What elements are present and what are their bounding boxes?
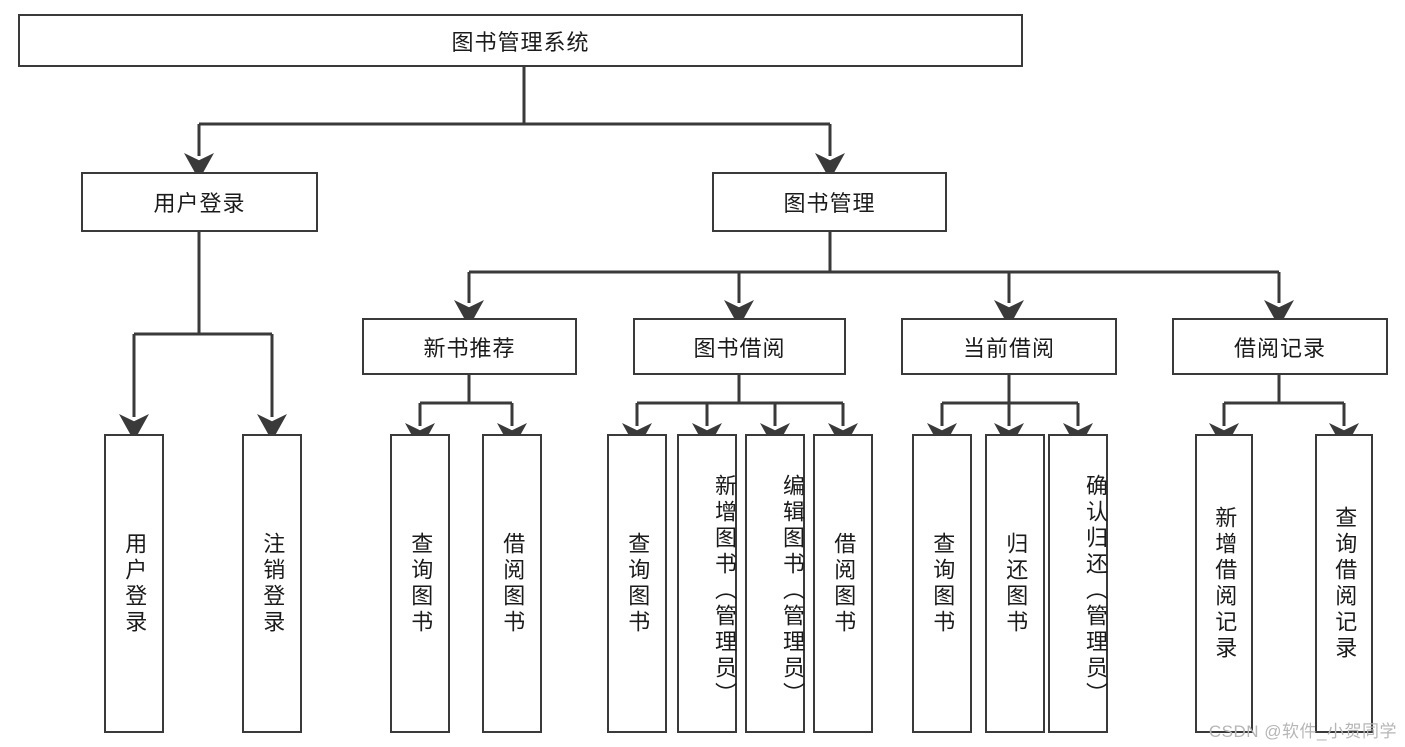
leaf-borrow-query-book[interactable]: 查询图书	[607, 434, 667, 733]
node-label: 新书推荐	[423, 335, 516, 361]
node-label: 用户登录	[153, 191, 246, 216]
leaf-record-query-borrow-record[interactable]: 查询借阅记录	[1315, 434, 1373, 733]
watermark: CSDN @软件_小贺同学	[1208, 722, 1397, 741]
node-label: 查询借阅记录	[1332, 505, 1358, 662]
node-label: 注销登录	[260, 531, 286, 636]
node-book-management[interactable]: 图书管理	[712, 172, 947, 232]
node-label: 借阅记录	[1233, 335, 1326, 361]
leaf-borrow-edit-book-admin[interactable]: 编辑图书（管理员）	[745, 434, 805, 733]
node-label: 用户登录	[122, 531, 148, 636]
leaf-current-query-book[interactable]: 查询图书	[912, 434, 972, 733]
leaf-user-logout[interactable]: 注销登录	[242, 434, 302, 733]
node-user-login[interactable]: 用户登录	[81, 172, 318, 232]
leaf-borrow-borrow-book[interactable]: 借阅图书	[813, 434, 873, 733]
node-label: 编辑图书（管理员）	[780, 473, 805, 708]
node-label: 新增借阅记录	[1212, 505, 1238, 662]
node-book-borrow[interactable]: 图书借阅	[633, 318, 846, 375]
node-label: 借阅图书	[500, 531, 526, 636]
node-current-borrow[interactable]: 当前借阅	[901, 318, 1117, 375]
node-label: 查询图书	[930, 531, 956, 636]
leaf-recommend-query-book[interactable]: 查询图书	[390, 434, 450, 733]
node-label: 新增图书（管理员）	[712, 473, 737, 708]
node-label: 图书管理	[783, 191, 876, 216]
leaf-borrow-add-book-admin[interactable]: 新增图书（管理员）	[677, 434, 737, 733]
node-label: 图书借阅	[693, 335, 786, 361]
node-label: 归还图书	[1003, 531, 1029, 636]
node-label: 查询图书	[408, 531, 434, 636]
leaf-user-login[interactable]: 用户登录	[104, 434, 164, 733]
node-label: 图书管理系统	[451, 29, 590, 55]
node-new-book-recommend[interactable]: 新书推荐	[362, 318, 577, 375]
node-label: 借阅图书	[831, 531, 857, 636]
node-label: 查询图书	[625, 531, 651, 636]
node-root-system[interactable]: 图书管理系统	[18, 14, 1023, 67]
leaf-current-confirm-return-admin[interactable]: 确认归还（管理员）	[1048, 434, 1108, 733]
node-borrow-record[interactable]: 借阅记录	[1172, 318, 1388, 375]
leaf-current-return-book[interactable]: 归还图书	[985, 434, 1045, 733]
leaf-recommend-borrow-book[interactable]: 借阅图书	[482, 434, 542, 733]
node-label: 当前借阅	[962, 335, 1055, 361]
node-label: 确认归还（管理员）	[1083, 473, 1108, 708]
leaf-record-add-borrow-record[interactable]: 新增借阅记录	[1195, 434, 1253, 733]
